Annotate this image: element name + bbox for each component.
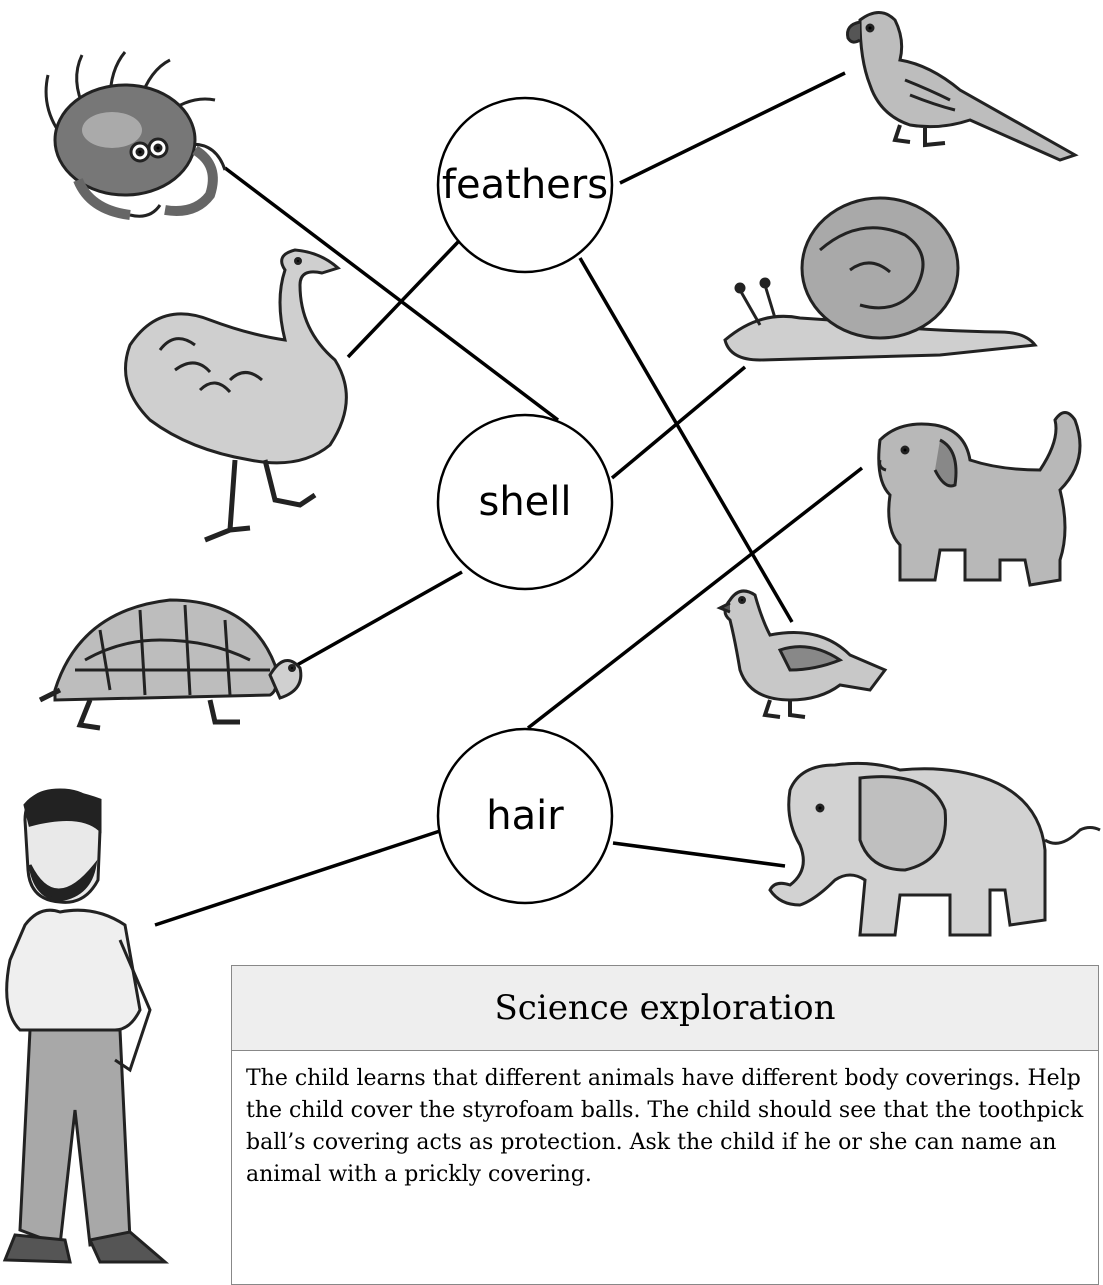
shell-label: shell bbox=[478, 479, 571, 525]
feathers-label: feathers bbox=[442, 162, 608, 208]
tortoise-icon bbox=[40, 600, 301, 728]
crab-icon bbox=[46, 52, 225, 216]
small-bird-icon bbox=[720, 591, 885, 717]
connector-emu-feathers bbox=[348, 242, 458, 357]
dog-icon bbox=[879, 413, 1080, 586]
science-exploration-note: Science exploration The child learns tha… bbox=[231, 965, 1099, 1285]
connector-feathers-small-bird bbox=[580, 258, 792, 622]
elephant-icon bbox=[770, 763, 1100, 935]
connector-snail-shell bbox=[612, 367, 745, 478]
note-body: The child learns that different animals … bbox=[232, 1051, 1098, 1191]
connector-tortoise-shell bbox=[297, 572, 462, 665]
hair-label: hair bbox=[486, 793, 563, 839]
connector-elephant-hair bbox=[613, 843, 785, 866]
snail-icon bbox=[725, 198, 1035, 360]
connector-parrot-feathers bbox=[620, 73, 845, 183]
emu-icon bbox=[126, 250, 347, 540]
man-icon bbox=[5, 790, 165, 1262]
parrot-icon bbox=[848, 13, 1076, 161]
connector-man-hair bbox=[155, 830, 443, 925]
note-title: Science exploration bbox=[232, 966, 1098, 1051]
